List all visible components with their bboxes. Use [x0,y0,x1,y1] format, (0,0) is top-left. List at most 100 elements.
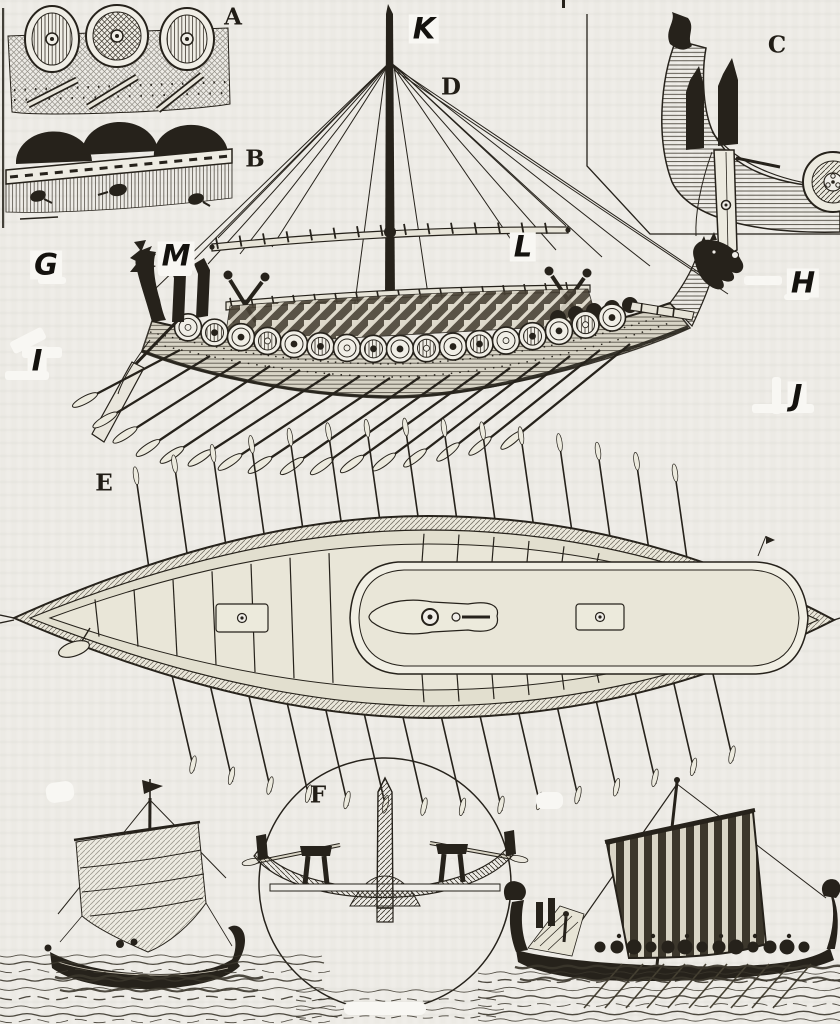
oar [604,963,644,1009]
plan-view-deck [0,417,840,816]
panel-label-c: C [767,31,787,59]
oar [625,963,665,1009]
oar [447,355,571,453]
furled-sail-yard [209,222,571,252]
plan-oar [442,421,459,528]
oar [751,963,791,1009]
page-edge-artifacts [2,0,565,228]
rib [456,673,460,702]
oar [321,374,451,467]
shield-disc [802,151,840,213]
oar [291,376,421,467]
plan-oar [326,425,344,532]
rib [561,673,565,690]
crew-shield [677,939,693,955]
carved-post [718,58,738,146]
stern-scroll [228,925,245,964]
oar [104,355,211,421]
shield [24,5,80,73]
plan-oar [403,420,421,528]
rigging [153,61,729,311]
plan-oar [134,469,151,576]
annotation-label-m: M [157,241,195,271]
rib [421,533,425,563]
plan-oar [207,677,234,782]
oar [84,348,181,402]
plan-oar [169,666,195,771]
plan-oar [557,436,575,543]
oar [511,343,631,441]
plan-oar [634,455,652,562]
oar-bank [71,343,631,476]
plan-oar [592,689,619,794]
crew-shield [763,940,777,954]
oar [414,361,541,459]
keel [376,907,394,923]
plan-oar [365,422,382,529]
rib [328,553,334,683]
stern-rudder-plan [58,627,91,658]
crew-shield [779,939,795,955]
plan-oar [249,438,267,545]
oar [772,963,812,1009]
crew-shield [661,940,675,954]
rib [133,589,139,647]
longship-under-sail [503,777,840,1009]
deck-ribs [94,533,600,703]
plan-oar [211,447,228,554]
oar [730,963,770,1009]
whiteout-patch [158,268,192,276]
crew-shield [626,939,642,955]
plan-oar [323,701,349,807]
panel-label-e: E [95,469,113,497]
plan-oar [480,424,498,531]
bow-head [503,881,526,900]
plan-oar [515,702,542,808]
main-ship-side-view [71,4,744,476]
oar [171,369,301,456]
whiteout-patch [744,276,782,285]
plan-oar [673,466,690,573]
prow-assembly [629,232,744,328]
rib [526,540,530,563]
crew-shield [594,941,606,953]
shield [85,4,149,68]
trestle [436,844,468,883]
wind-vane [142,780,163,794]
crew-shield [728,939,744,955]
rib [491,673,495,700]
plan-oar [477,706,503,812]
panel-b-shield-rack-inside [5,121,233,220]
mast-section [376,776,394,909]
plan-oar [246,687,272,792]
stem-crest [668,12,692,50]
rib [421,673,425,703]
whiteout-patch [5,371,49,380]
plan-oar [438,708,465,814]
rib [211,571,217,665]
rib [456,534,460,563]
panel-label-d: D [441,73,461,101]
whiteout-patch [752,404,814,413]
dragon-head [693,239,744,290]
crew-shield [798,941,810,953]
stern-assembly [91,240,210,443]
oar [259,377,391,466]
plan-oar [284,695,311,800]
trestle [300,846,332,885]
panel-label-f: F [309,781,327,809]
panel-label-b: B [245,145,265,173]
oar [667,963,707,1009]
panel-a-shields-outside [7,4,231,115]
crew-and-shields [594,933,810,955]
whiteout-patch [772,377,781,414]
hull [50,952,240,990]
steering-oar [695,149,781,260]
whiteout-patch [536,792,563,809]
rib [596,673,600,684]
crew-shield [645,941,657,953]
mast [385,4,395,302]
rib [491,536,495,563]
